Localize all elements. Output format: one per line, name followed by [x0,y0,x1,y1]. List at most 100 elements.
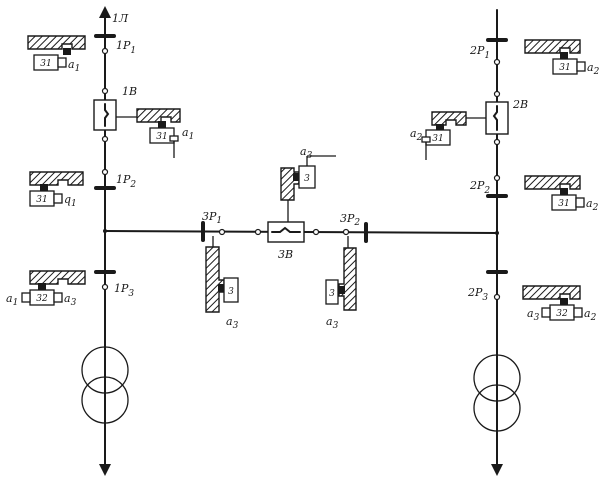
node [218,228,226,236]
key-socket [53,193,63,204]
key-icon [38,283,46,290]
lock-hatched-body [29,171,84,186]
key-label-a1: a1 [6,292,18,308]
lock-hatched-body [205,246,225,313]
left-feeder: 1Л 1P1 31 a1 1B 31 [6,5,194,476]
node [101,168,109,176]
lock-hatched-body [27,35,86,50]
breaker-contact [492,105,498,131]
lock-number: 31 [432,134,443,144]
lock-hatched-body [431,111,467,126]
breaker-3b-label: 3B [278,248,293,261]
disconnector-1p2-label: 1P2 [116,173,136,190]
key-label-a2: a2 [410,127,423,143]
key-socket [21,292,31,303]
key-icon [293,173,301,181]
transformer-winding-bottom [81,376,129,424]
node [493,58,501,66]
lock-number: 31 [558,199,569,209]
lock-box [325,279,339,305]
lock-hatched-body [136,108,181,123]
lock-handle [421,136,431,143]
key-icon [63,48,71,55]
breaker-2b-label: 2B [512,98,528,111]
node [493,138,501,146]
lock-number: 3 [329,289,335,299]
lock-number: 31 [36,195,47,205]
interlock-3p1: 3 a3 [205,236,239,331]
lock-number: 3 [304,174,310,184]
interlock-2p1: 31 a2 [524,39,600,77]
key-socket [541,307,551,318]
key-icon [560,52,568,59]
key-label-a2: a2 [587,61,600,77]
right-feeder: 2P1 31 a2 2B 31 a2 [410,9,600,476]
key-label-a3: a3 [64,292,77,308]
lock-number: 32 [36,294,48,304]
key-icon [218,284,226,292]
interlock-1p2: 31 q1 [29,171,84,209]
key-label-a2: a2 [584,307,597,323]
lock-number: 32 [556,309,568,319]
lock-hatched-body [338,247,357,311]
interlock-1p3: 32 a1 a3 [6,270,86,308]
key-icon [436,124,444,131]
lock-number: 31 [156,132,167,142]
key-label-a3: a3 [300,145,313,161]
lock-hatched-body [524,175,581,190]
transformer-winding-bottom [473,384,521,432]
key-icon [40,184,48,191]
key-label-q1: q1 [64,193,77,209]
key-socket [575,197,585,208]
node [101,283,109,291]
key-label-a3: a3 [226,315,239,331]
interlock-1b: 31 a1 [136,108,194,158]
lock-box [223,277,239,303]
lock-hatched-body [522,285,581,300]
key-socket [57,57,67,68]
transformer-left [81,346,129,424]
key-label-a3: a3 [527,307,540,323]
breaker-box [267,221,305,243]
lock-hatched-body [524,39,581,54]
disconnector-2p1-label: 2P1 [469,44,490,61]
disconnector-3p1-label: 3P1 [202,210,222,226]
disconnector-3p2-label: 3P2 [340,212,360,228]
lock-number: 31 [559,63,570,73]
key-icon [560,188,568,195]
disconnector-2p2-label: 2P2 [469,179,490,196]
interlock-2p2: 31 a2 [524,175,599,213]
lock-hatched-body [280,167,300,201]
node [101,47,109,55]
breaker-contact [271,226,301,233]
key-label-a1: a1 [182,126,194,142]
key-socket [53,292,63,303]
node [254,228,262,236]
breaker-2b [485,101,509,135]
interlock-3b: 3 a3 [280,145,336,222]
key-label-a1: a1 [68,58,80,74]
key-socket [573,307,583,318]
transformer-right [473,354,521,432]
lock-number: 31 [40,59,51,69]
disconnector-1p3-label: 1P3 [114,282,134,299]
node [342,228,350,236]
lock-handle [169,135,179,142]
key-label-a3: a3 [326,315,339,331]
lock-hatched-body [29,270,86,285]
key-socket [576,61,586,72]
node [312,228,320,236]
key-icon [158,121,166,128]
breaker-contact [104,103,110,127]
breaker-1b-label: 1B [122,85,137,98]
breaker-box [93,99,117,131]
transformer-winding-top [473,354,521,402]
interlock-1p1: 31 a1 [27,35,86,74]
interlock-2p3: 32 a3 a2 [522,285,597,323]
interlock-3p2: 3 a3 [325,236,357,331]
breaker-1b [93,99,117,131]
interlock-2b: 31 a2 [410,111,467,160]
key-icon [337,286,345,294]
node [493,174,501,182]
